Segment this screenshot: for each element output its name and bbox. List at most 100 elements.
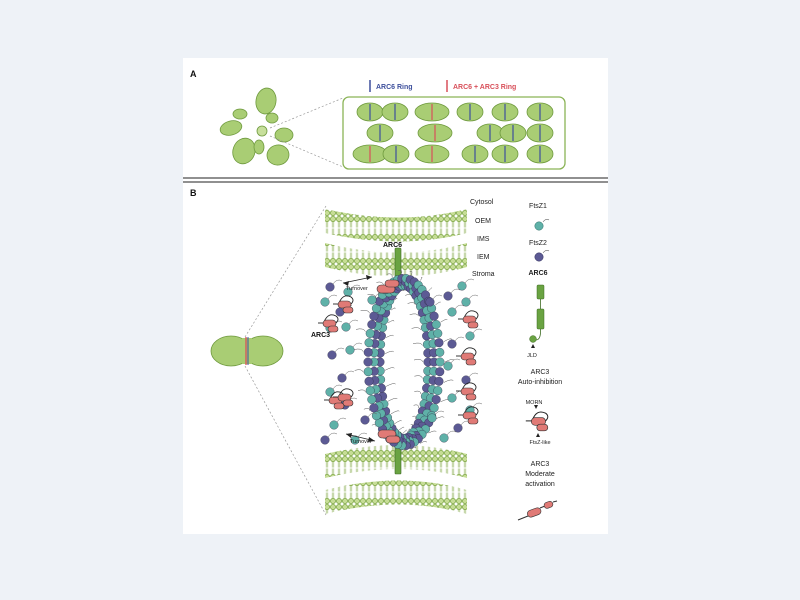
ftsz2-subunit	[364, 376, 374, 386]
c-terminal-tail	[334, 347, 345, 353]
c-terminal-tail	[468, 372, 479, 378]
arc3-linker	[338, 388, 354, 398]
ftsz2-subunit	[369, 403, 379, 413]
c-terminal-tail	[353, 348, 364, 352]
chloroplast-grid	[352, 102, 554, 164]
c-terminal-tail	[394, 420, 402, 425]
legend-arc6-label: ARC6 Ring	[376, 84, 413, 91]
c-terminal-tail	[398, 426, 405, 431]
c-terminal-tail	[354, 369, 364, 373]
arc6-icon-segment	[536, 284, 545, 300]
arrowhead	[346, 433, 352, 438]
c-terminal-tail	[390, 410, 400, 415]
ftsz2-subunit	[320, 435, 330, 445]
arc3-morn-domain	[333, 402, 345, 410]
arc3-morn-domain	[327, 325, 339, 333]
c-terminal-tail	[443, 338, 453, 342]
ftsz1-subunit	[365, 386, 375, 396]
arc3-morn-domain	[543, 501, 554, 509]
leaf	[255, 87, 277, 115]
stroma-proteins	[318, 278, 483, 445]
zoom-line	[244, 365, 327, 516]
c-terminal-tail	[411, 327, 422, 331]
ftsz1-subunit	[371, 411, 381, 421]
arc3-linker	[461, 382, 477, 392]
arc3-ftsz-like-domain	[385, 435, 401, 444]
panel-b-label: B	[190, 188, 197, 198]
ftsz2-subunit	[325, 282, 335, 292]
ftsz2-subunit	[434, 376, 444, 386]
c-terminal-tail	[432, 294, 443, 300]
key-arc3-moderate-line3: activation	[525, 481, 555, 488]
arc3-at-ring-top	[376, 279, 400, 294]
leaf	[266, 144, 290, 166]
ftsz2-subunit	[363, 347, 373, 357]
c-terminal-tail	[367, 412, 378, 418]
ftsz2-subunit	[327, 350, 337, 360]
c-terminal-tail	[398, 269, 403, 274]
ftsz1-icon	[534, 221, 544, 231]
c-terminal-tail	[360, 310, 370, 314]
ftsz1-subunit	[367, 395, 377, 404]
ftsz2-subunit	[443, 291, 453, 301]
turnover-label-bottom: Turnover	[350, 439, 372, 445]
z-ring	[353, 269, 455, 451]
pointer-arrow	[534, 405, 538, 409]
ftsz1-subunit	[320, 297, 330, 307]
arc3-autoinhibited-icon	[525, 411, 549, 432]
ftsz1-subunit	[350, 435, 360, 445]
c-terminal-tail	[464, 278, 475, 284]
c-terminal-tail	[407, 428, 410, 433]
arc3-linker	[517, 515, 529, 521]
ftsz1-subunit	[447, 307, 457, 317]
c-terminal-tail	[384, 367, 395, 371]
c-terminal-tail	[357, 432, 368, 438]
legend-arc6-arc3-label: ARC6 + ARC3 Ring	[453, 84, 516, 91]
arc3-linker	[463, 310, 479, 320]
oem-label: OEM	[475, 218, 491, 225]
c-terminal-tail	[327, 432, 338, 438]
dividing-chloroplast	[210, 335, 284, 367]
ftsz2-subunit	[447, 339, 457, 349]
ftsz2-subunit	[369, 311, 379, 321]
c-terminal-tail	[390, 307, 396, 311]
arc3-morn-domain	[465, 358, 477, 366]
c-terminal-tail	[446, 430, 457, 436]
c-terminal-tail	[357, 389, 366, 393]
ftsz2-icon	[534, 252, 544, 262]
arc3-label: ARC3	[311, 332, 330, 339]
c-terminal-tail	[428, 430, 437, 434]
ftsz1-subunit	[433, 386, 443, 396]
c-terminal-tail	[413, 359, 424, 363]
arc3-linker	[461, 347, 477, 357]
c-terminal-tail	[384, 350, 394, 354]
jld-icon	[529, 335, 537, 343]
ftsz2-subunit	[435, 367, 445, 377]
c-terminal-tail	[435, 301, 441, 306]
z-ring-beads	[363, 274, 445, 450]
c-terminal-tail	[394, 297, 398, 301]
arc3-linker	[323, 314, 339, 324]
c-terminal-tail	[472, 328, 483, 334]
key-arc3-moderate-line2: Moderate	[525, 471, 555, 478]
ftsz1-subunit	[365, 328, 375, 338]
arc3-linker	[338, 295, 354, 305]
arc6-icon-segment	[536, 308, 545, 330]
arc3-morn-domain	[467, 417, 479, 425]
c-terminal-tail	[434, 410, 445, 416]
stroma-label: Stroma	[472, 271, 495, 278]
c-terminal-tail	[412, 415, 416, 420]
c-terminal-tail	[352, 342, 363, 348]
panel-a-label: A	[190, 69, 197, 79]
ftsz1-subunit	[465, 331, 475, 341]
c-terminal-tail	[444, 359, 455, 363]
c-terminal-tail	[336, 417, 347, 423]
leaf	[232, 108, 248, 120]
c-terminal-tail	[454, 304, 465, 310]
c-terminal-tail	[454, 336, 465, 342]
cytosol-label: Cytosol	[470, 199, 494, 206]
c-terminal-tail	[450, 288, 461, 294]
arc6-label: ARC6	[383, 242, 402, 249]
leaf	[232, 137, 256, 165]
